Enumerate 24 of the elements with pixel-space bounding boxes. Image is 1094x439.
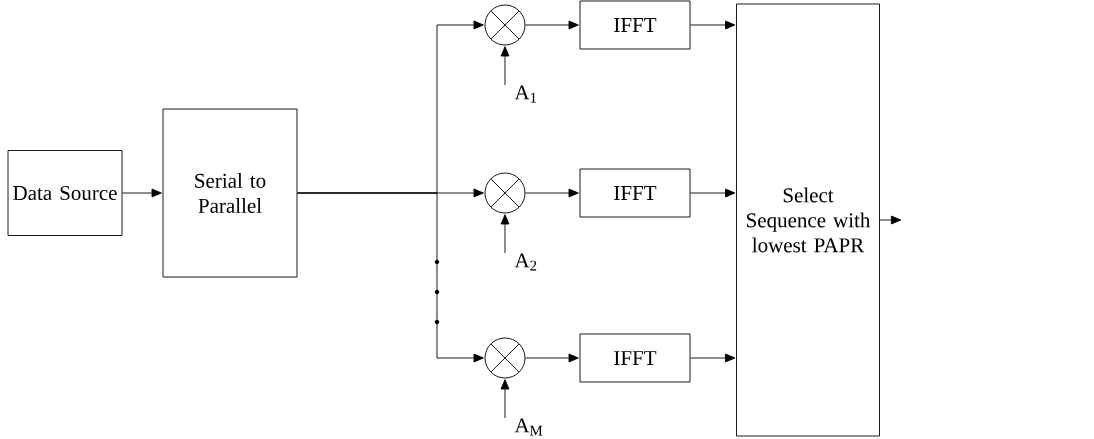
arrow: [122, 188, 162, 198]
input-label: A$_{2}$: [514, 253, 537, 271]
process-box: IFFT: [579, 0, 691, 50]
process-box: IFFT: [579, 168, 691, 218]
multiplier-circle: [484, 337, 526, 379]
arrow: [297, 192, 484, 363]
process-box: Select Sequence with lowest PAPR: [736, 3, 880, 437]
process-box: IFFT: [579, 333, 691, 383]
multiplier-circle: [484, 4, 526, 46]
process-box: Serial to Parallel: [162, 108, 298, 278]
arrow: [525, 353, 579, 363]
arrow: [500, 379, 510, 390]
arrow: [500, 214, 510, 225]
arrow: [879, 215, 902, 225]
input-label: A$_{1}$: [514, 85, 537, 103]
input-label: A$_{M}$: [514, 418, 543, 436]
arrow: [525, 188, 579, 198]
arrow: [690, 353, 736, 363]
arrow: [690, 188, 736, 198]
arrow: [525, 20, 579, 30]
process-box: Data Source: [7, 150, 123, 236]
multiplier-circle: [484, 172, 526, 214]
arrow: [690, 20, 736, 30]
arrow: [500, 46, 510, 57]
